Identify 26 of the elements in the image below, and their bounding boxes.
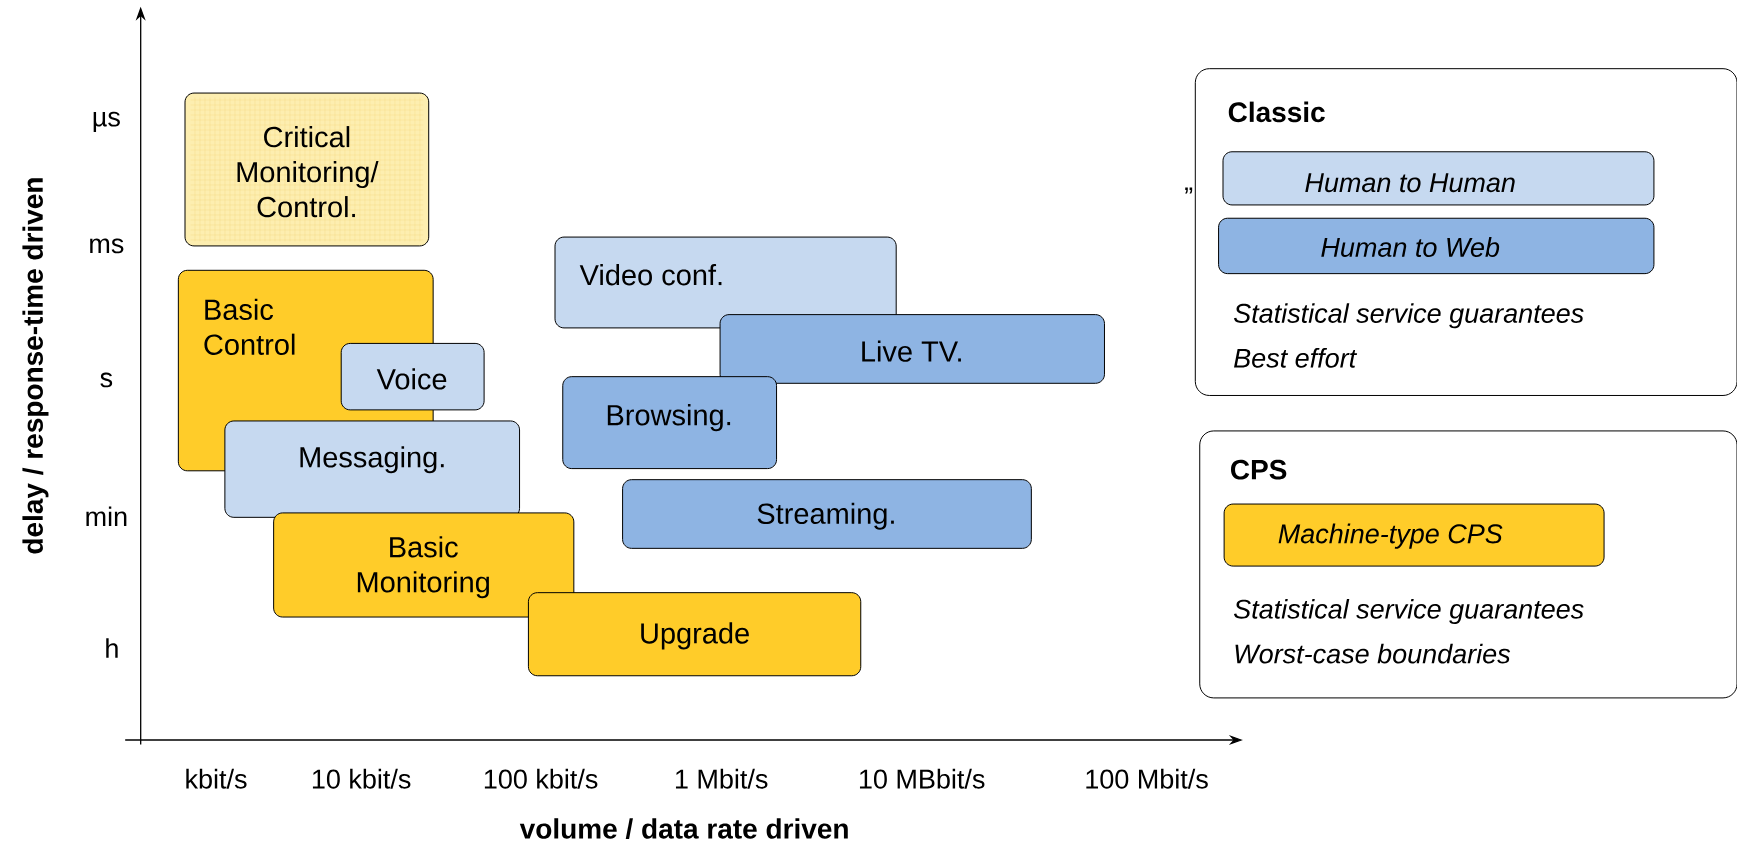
tick-label: kbit/s [186,768,247,789]
tick-label: 1 Mbit/s [675,768,768,789]
tick-label: 100 Mbit/s [1086,768,1208,789]
tick-label: 10 kbit/s [312,768,411,789]
tick-label: h [106,638,118,658]
axis-title: delay / response-time driven [22,178,49,554]
application-box: Upgrade [527,592,862,677]
category-tag: Machine-type CPS [1223,503,1605,567]
application-box: Video conf. [554,236,897,329]
axis-title: volume / data rate driven [519,818,848,840]
application-box: Basic Monitoring [273,512,575,618]
tick-label: ms [90,238,124,254]
tick-label: 10 MBbit/s [859,768,985,789]
tick-label: 100 kbit/s [484,768,598,789]
application-box: Browsing. [562,376,778,470]
quote-mark: „ [1185,187,1193,194]
tick-label: min [86,506,127,526]
tick-label: µs [93,111,120,132]
application-box: Live TV. [719,314,1105,384]
application-box: Voice [340,342,485,411]
application-box: Streaming. [622,479,1032,549]
category-tag: Human to Web [1218,217,1655,275]
category-tag: Human to Human [1222,151,1655,206]
tick-label: s [100,372,113,388]
application-box: Critical Monitoring/ Control. [184,92,430,247]
application-box: Messaging. [224,420,521,518]
